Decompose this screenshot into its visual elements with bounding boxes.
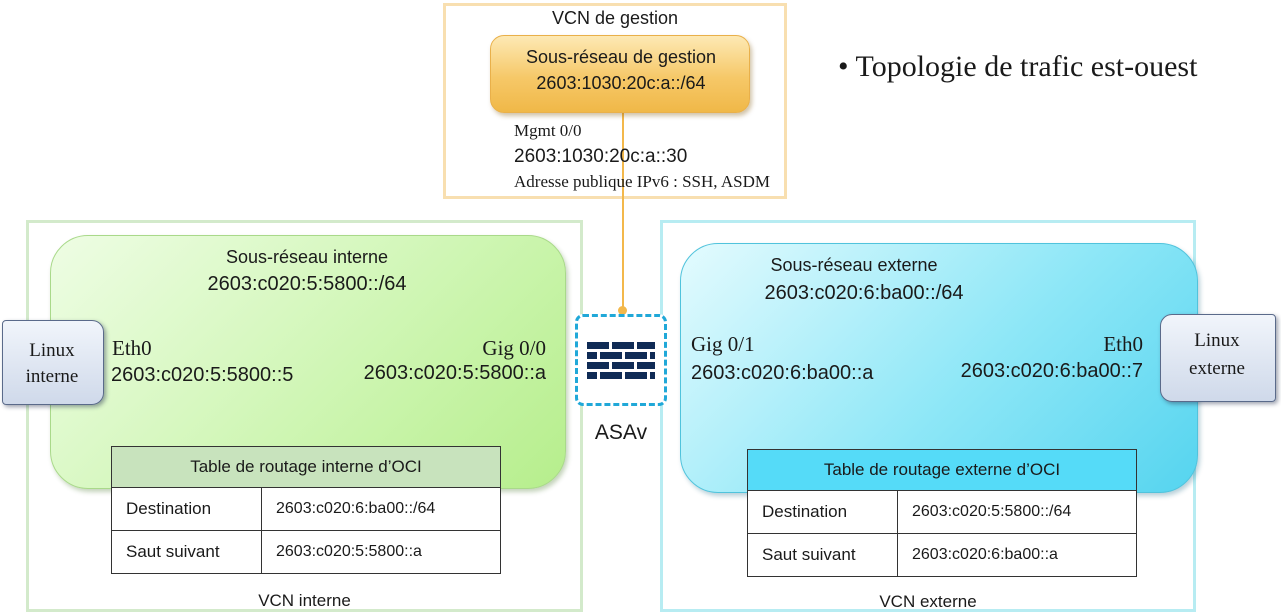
outside-eth0-name: Eth0	[1103, 332, 1143, 356]
linux-inside-host	[2, 320, 104, 405]
linux-inside-label-line1: Linux	[29, 340, 75, 361]
route-key: Destination	[111, 487, 262, 531]
management-interface-ip: 2603:1030:20c:a::30	[514, 146, 688, 167]
table-row: Destination 2603:c020:6:ba00::/64	[111, 487, 501, 531]
bullet-point: •	[838, 50, 849, 83]
outside-gig-ip: 2603:c020:6:ba00::a	[691, 362, 874, 384]
table-row: Saut suivant 2603:c020:5:5800::a	[111, 530, 501, 574]
route-value: 2603:c020:5:5800::/64	[897, 490, 1137, 534]
linux-outside-host	[1160, 314, 1276, 402]
inside-route-table-title: Table de routage interne d’OCI	[111, 446, 501, 488]
route-value: 2603:c020:5:5800::a	[261, 530, 501, 574]
route-key: Saut suivant	[747, 533, 898, 577]
management-interface-description: Adresse publique IPv6 : SSH, ASDM	[514, 172, 770, 191]
management-vcn-frame	[443, 3, 787, 199]
table-row: Destination 2603:c020:5:5800::/64	[747, 490, 1137, 534]
asav-label: ASAv	[594, 421, 648, 444]
inside-subnet-cidr: 2603:c020:5:5800::/64	[207, 273, 407, 295]
diagram-title: • Topologie de trafic est-ouest	[838, 50, 1197, 84]
route-key: Saut suivant	[111, 530, 262, 574]
outside-subnet-name: Sous-réseau externe	[770, 255, 938, 275]
management-subnet-cidr: 2603:1030:20c:a::/64	[536, 73, 706, 93]
outside-route-table: Table de routage externe d’OCI Destinati…	[747, 449, 1137, 577]
firewall-icon	[587, 342, 655, 379]
management-subnet-name: Sous-réseau de gestion	[525, 47, 717, 67]
inside-eth0-ip: 2603:c020:5:5800::5	[111, 364, 294, 386]
route-key: Destination	[747, 490, 898, 534]
outside-route-table-title: Table de routage externe d’OCI	[747, 449, 1137, 491]
outside-eth0-ip: 2603:c020:6:ba00::7	[960, 360, 1143, 382]
management-link-line	[622, 113, 624, 315]
inside-vcn-frame	[26, 220, 583, 612]
management-link-endpoint	[618, 306, 627, 315]
management-vcn-label: VCN de gestion	[551, 8, 679, 28]
route-value: 2603:c020:6:ba00::/64	[261, 487, 501, 531]
route-value: 2603:c020:6:ba00::a	[897, 533, 1137, 577]
outside-gig-name: Gig 0/1	[691, 332, 755, 356]
linux-outside-label-line2: externe	[1189, 358, 1245, 379]
inside-subnet-name: Sous-réseau interne	[225, 247, 389, 267]
inside-eth0-name: Eth0	[112, 336, 152, 360]
linux-outside-label-line1: Linux	[1194, 330, 1240, 351]
linux-inside-label-line2: interne	[25, 366, 79, 387]
asav-firewall-box	[575, 314, 667, 406]
diagram-title-text: Topologie de trafic est-ouest	[855, 50, 1198, 83]
inside-gig-ip: 2603:c020:5:5800::a	[363, 362, 546, 384]
inside-gig-name: Gig 0/0	[482, 336, 546, 360]
inside-vcn-label: VCN interne	[258, 591, 351, 610]
table-row: Saut suivant 2603:c020:6:ba00::a	[747, 533, 1137, 577]
management-subnet-box	[490, 35, 750, 113]
outside-subnet-cidr: 2603:c020:6:ba00::/64	[764, 282, 964, 304]
inside-route-table: Table de routage interne d’OCI Destinati…	[111, 446, 501, 574]
management-interface-name: Mgmt 0/0	[514, 121, 582, 140]
outside-vcn-label: VCN externe	[879, 592, 977, 611]
